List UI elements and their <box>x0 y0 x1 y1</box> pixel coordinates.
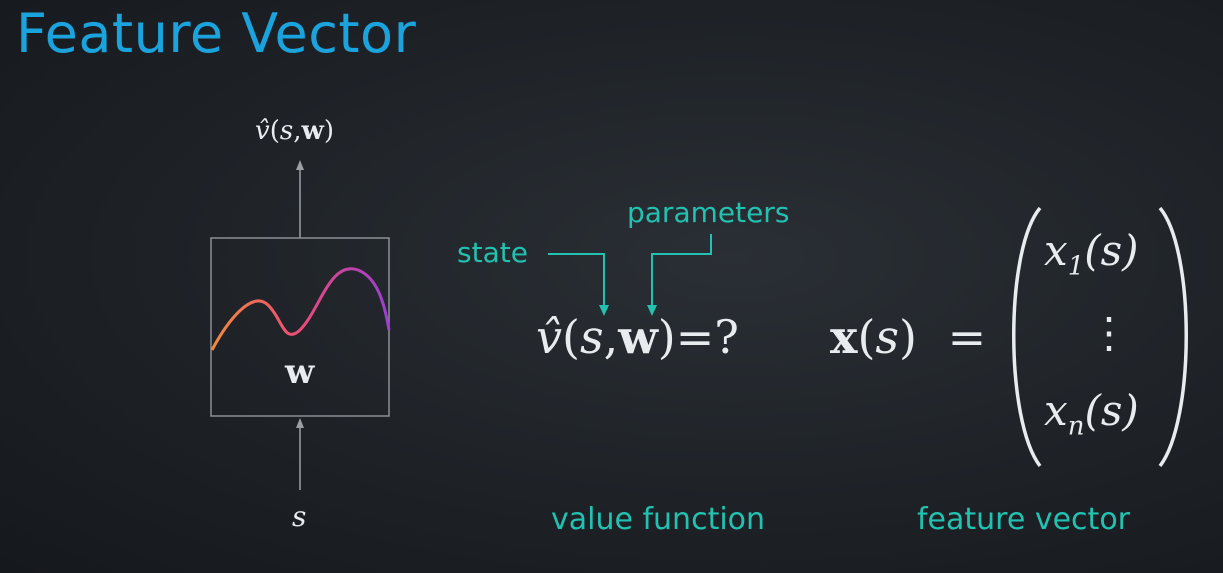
output-v-hat: v̂ <box>255 116 270 146</box>
box-weight-label: w <box>285 352 315 392</box>
vf-s: s <box>579 310 604 364</box>
fv-x: x <box>830 310 858 364</box>
box-output-label: v̂(s,w) <box>255 116 334 146</box>
box-input-label: s <box>292 500 307 533</box>
entry-last-var: x <box>1044 386 1068 435</box>
output-arrow <box>296 160 304 238</box>
vf-w: w <box>618 310 658 364</box>
entry-last-arg: (s) <box>1084 386 1139 435</box>
vf-comma: , <box>603 310 619 364</box>
state-annotation: state <box>457 236 528 269</box>
feature-vector-lhs: x(s) = <box>830 310 986 364</box>
vector-dots: ⋮ <box>1088 308 1130 357</box>
function-curve <box>210 267 391 351</box>
vector-entry-last: xn(s) <box>1044 386 1139 441</box>
vf-open-paren: ( <box>562 310 580 364</box>
output-close-paren: ) <box>323 116 335 146</box>
vf-rhs: =? <box>675 310 739 364</box>
vf-close-paren: ) <box>657 310 676 364</box>
value-function-caption: value function <box>551 502 766 537</box>
fv-close-paren: ) <box>899 310 917 364</box>
fv-open-paren: ( <box>857 310 876 364</box>
fv-s: s <box>875 310 899 364</box>
vf-v-hat: v̂ <box>536 310 562 364</box>
entry-first-var: x <box>1044 226 1068 275</box>
state-pointer-arrow <box>548 253 609 316</box>
vector-entry-first: x1(s) <box>1044 226 1139 281</box>
output-s: s <box>279 116 294 146</box>
fv-equals: = <box>947 310 987 364</box>
left-paren <box>1012 206 1042 468</box>
output-open-paren: ( <box>269 116 280 146</box>
parameters-annotation: parameters <box>627 196 790 229</box>
parameters-pointer-arrow <box>647 234 712 316</box>
right-paren <box>1158 206 1188 468</box>
entry-last-sub: n <box>1067 411 1085 442</box>
value-function-equation: v̂(s,w)=? <box>536 310 739 364</box>
output-comma: , <box>293 116 302 146</box>
input-arrow <box>296 418 304 490</box>
output-w: w <box>301 116 324 146</box>
entry-first-arg: (s) <box>1084 226 1139 275</box>
entry-first-sub: 1 <box>1067 251 1085 282</box>
feature-vector-caption: feature vector <box>917 502 1131 537</box>
slide-title: Feature Vector <box>16 2 417 65</box>
